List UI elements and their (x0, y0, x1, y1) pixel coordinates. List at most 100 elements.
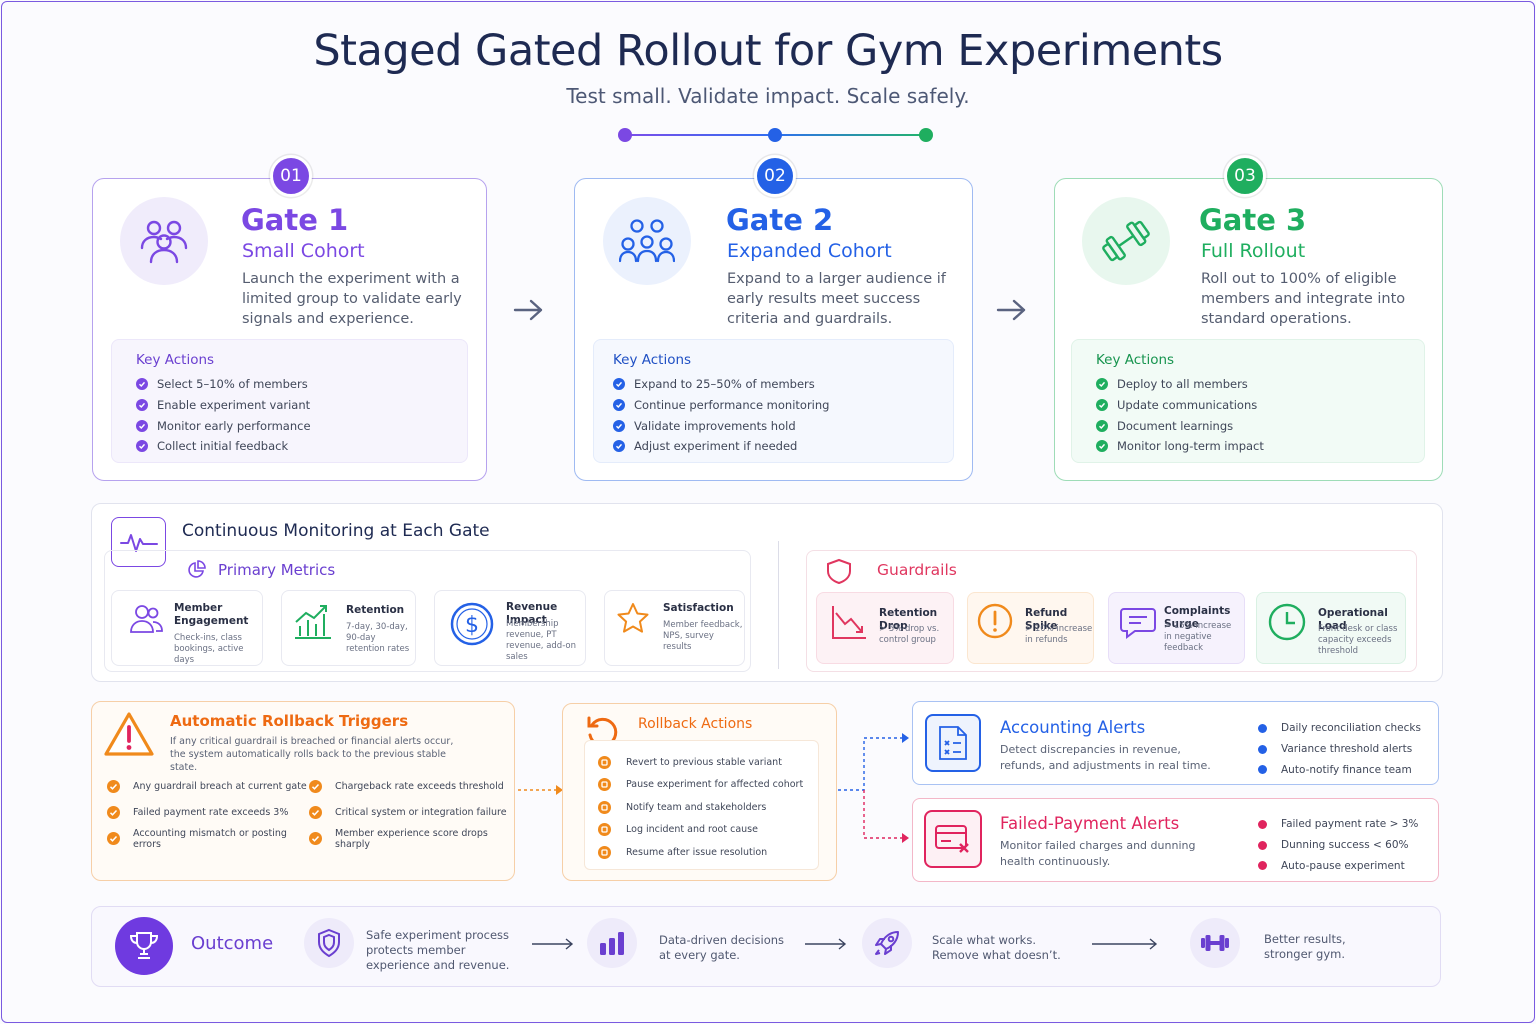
gate-1-badge: 01 (270, 155, 312, 197)
rollback-action-item: Notify team and stakeholders (598, 796, 828, 819)
rollback-action-text: Log incident and root cause (626, 824, 758, 836)
metric-card: Member Engagement Check-ins, class booki… (111, 590, 263, 666)
gate-1-subtitle: Small Cohort (242, 240, 365, 262)
progress-dot-3 (919, 128, 933, 142)
primary-metrics-label: Primary Metrics (218, 561, 336, 579)
check-icon (107, 806, 120, 819)
accounting-alerts-card (912, 701, 1439, 785)
outcome-step-text: Safe experiment process protects member … (366, 928, 510, 972)
alert-items: Failed payment rate > 3%Dunning success … (1258, 814, 1438, 876)
check-icon (107, 780, 120, 793)
guardrail-card: Retention Drop > 5% drop vs. control gro… (816, 592, 954, 664)
bullet-icon (1258, 744, 1267, 754)
gate-1-description: Launch the experiment with a limited gro… (242, 271, 462, 327)
guardrail-desc: > 10% increase in refunds (1025, 624, 1093, 645)
outcome-step-text: Data-driven decisions at every gate. (659, 933, 785, 962)
gate-1-key-actions: Key Actions Select 5–10% of members Enab… (111, 339, 468, 463)
action-text: Monitor early performance (157, 418, 311, 433)
key-actions-label: Key Actions (136, 352, 215, 368)
pulse-icon (111, 517, 166, 567)
action-text: Validate improvements hold (634, 418, 796, 433)
action-text: Expand to 25–50% of members (634, 377, 815, 392)
page-title: Staged Gated Rollout for Gym Experiments (313, 26, 1223, 76)
check-icon (136, 399, 148, 412)
guardrail-desc: Front desk or class capacity exceeds thr… (1318, 624, 1398, 656)
rollback-action-text: Notify team and stakeholders (626, 801, 767, 813)
action-text: Continue performance monitoring (634, 398, 830, 413)
trigger-text: Accounting mismatch or posting errors (133, 827, 287, 850)
bullet-icon (1258, 723, 1267, 733)
list-item: Expand to 25–50% of members (613, 374, 934, 395)
growth-chart-icon (292, 602, 332, 644)
rollback-triggers-title: Automatic Rollback Triggers (170, 712, 409, 730)
bullet-icon (1258, 819, 1267, 829)
guardrail-desc: > 15% increase in negative feedback (1164, 621, 1232, 653)
list-item: Enable experiment variant (136, 395, 443, 416)
rocket-icon (862, 918, 912, 968)
alert-desc: Detect discrepancies in revenue, refunds… (1000, 743, 1211, 772)
rollback-actions-title: Rollback Actions (638, 716, 753, 732)
alert-circle-icon (976, 602, 1014, 644)
rollback-action-item: Log incident and root cause (598, 819, 828, 842)
bullet-icon (1258, 861, 1267, 871)
users-icon (120, 197, 208, 285)
primary-metrics-panel (104, 550, 751, 672)
chart-pie-icon (186, 560, 206, 584)
alert-item-text: Variance threshold alerts (1281, 743, 1413, 756)
list-item: Collect initial feedback (136, 436, 443, 457)
stop-icon (598, 778, 611, 792)
action-text: Adjust experiment if needed (634, 439, 798, 454)
rollback-action-text: Resume after issue resolution (626, 846, 768, 858)
list-item: Document learnings (1096, 415, 1400, 436)
list-item: Select 5–10% of members (136, 374, 443, 395)
guardrail-title: Complaints Surge (1164, 605, 1231, 630)
page-subtitle: Test small. Validate impact. Scale safel… (566, 84, 970, 108)
users-icon (129, 604, 163, 638)
action-text: Update communications (1117, 398, 1258, 413)
gate-2-title: Gate 2 (726, 203, 834, 237)
guardrail-card: Operational Load Front desk or class cap… (1256, 592, 1406, 664)
svg-text:$: $ (465, 613, 479, 638)
check-icon (309, 832, 322, 845)
guardrail-title: Refund Spike (1025, 607, 1068, 632)
trend-down-icon (830, 603, 868, 645)
failed-payment-alerts-card (912, 798, 1439, 882)
list-item: Monitor long-term impact (1096, 436, 1400, 457)
alert-item-text: Auto-pause experiment (1281, 859, 1405, 872)
rollback-actions-box (584, 740, 819, 870)
outcome-title: Outcome (191, 933, 274, 954)
rollback-action-item: Pause experiment for affected cohort (598, 774, 828, 797)
metric-desc: Member feedback, NPS, survey results (663, 620, 743, 652)
check-icon (613, 399, 625, 412)
metric-desc: 7-day, 30-day, 90-day retention rates (346, 622, 410, 654)
dotted-arrow-icon (518, 785, 563, 795)
check-icon (613, 440, 625, 453)
alert-item: Daily reconciliation checks (1258, 718, 1438, 739)
trigger-text: Any guardrail breach at current gate (133, 781, 307, 792)
trigger-item: Failed payment rate exceeds 3% (107, 804, 309, 821)
gate-2-badge: 02 (754, 155, 796, 197)
rollback-action-item: Resume after issue resolution (598, 841, 828, 864)
star-icon (615, 601, 651, 641)
arrow-right-icon (1092, 938, 1158, 950)
arrow-right-icon (512, 296, 546, 332)
trigger-item: Critical system or integration failure (309, 804, 509, 821)
guardrail-card: Refund Spike > 10% increase in refunds (967, 592, 1094, 664)
list-item: Deploy to all members (1096, 374, 1400, 395)
credit-card-x-icon (924, 810, 982, 868)
alert-item-text: Dunning success < 60% (1281, 839, 1409, 852)
gate-2-key-actions: Key Actions Expand to 25–50% of members … (593, 339, 954, 463)
alert-item-text: Auto-notify finance team (1281, 763, 1412, 776)
monitoring-title: Continuous Monitoring at Each Gate (182, 521, 490, 541)
check-icon (1096, 419, 1108, 432)
rollback-action-text: Revert to previous stable variant (626, 756, 782, 768)
gate-1-title: Gate 1 (241, 203, 349, 237)
trigger-text: Failed payment rate exceeds 3% (133, 807, 289, 818)
outcome-step-text: Better results, stronger gym. (1264, 932, 1346, 961)
arrow-right-icon (995, 296, 1029, 332)
action-text: Document learnings (1117, 418, 1234, 433)
trigger-item: Accounting mismatch or posting errors (107, 827, 309, 850)
trigger-item: Any guardrail breach at current gate (107, 778, 309, 795)
